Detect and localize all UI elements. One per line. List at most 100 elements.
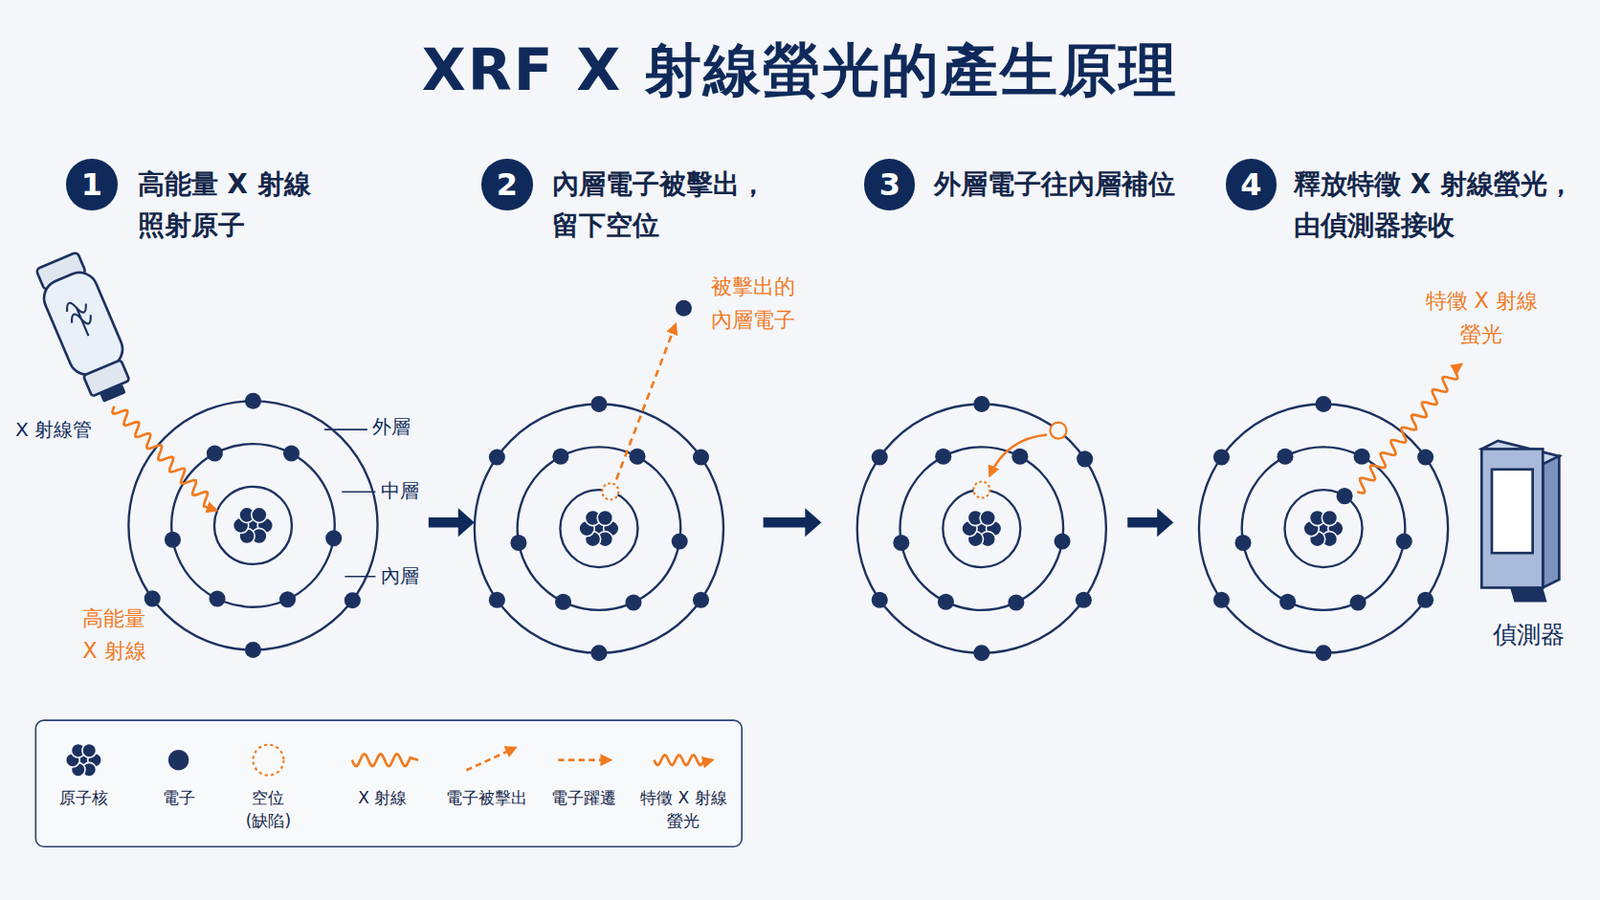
electron: [692, 592, 710, 609]
legend-eject: [466, 748, 515, 771]
electron: [1417, 592, 1434, 609]
electron: [552, 448, 569, 466]
step: 3外層電子往內層補位: [864, 158, 915, 210]
electron: [1075, 592, 1092, 609]
legend-wave: [352, 754, 419, 767]
electron: [590, 644, 607, 662]
fluorescence-label: 特徵 X 射線 螢光: [1419, 284, 1544, 351]
electron: [671, 533, 689, 550]
electron: [628, 448, 645, 466]
xray-wave: [111, 406, 217, 512]
shell-label: 中層: [380, 476, 443, 507]
transition-arrow: [989, 435, 1047, 477]
electron: [555, 594, 572, 611]
electron: [344, 592, 361, 609]
electron: [1314, 396, 1332, 413]
electron: [244, 393, 262, 410]
step: 1高能量 X 射線 照射原子: [66, 158, 117, 210]
step-heading: 外層電子往內層補位: [933, 164, 1230, 206]
electron: [206, 445, 223, 463]
flow-arrow: [1127, 508, 1174, 537]
electron: [209, 591, 226, 608]
leader-line: [344, 576, 376, 578]
moving-electron: [1049, 422, 1067, 440]
electron: [1007, 594, 1024, 611]
electron: [144, 590, 161, 607]
electron: [1396, 533, 1413, 550]
electron: [325, 530, 342, 547]
legend-frame: [35, 720, 742, 847]
electron: [164, 532, 181, 549]
nucleus: [961, 510, 1002, 547]
electron: [1354, 448, 1371, 466]
detector-label: 偵測器: [1477, 617, 1580, 654]
leader-line: [324, 428, 368, 431]
legend-fluorescence: [654, 755, 713, 766]
electron: [1213, 592, 1230, 609]
electron-shell: [900, 446, 1065, 611]
electron-shell: [1199, 404, 1448, 654]
electron: [973, 396, 990, 413]
nucleus: [233, 507, 274, 544]
nucleus: [1303, 510, 1344, 547]
ejection-arrow: [616, 324, 676, 480]
electron: [1234, 534, 1251, 552]
electron-shell: [128, 400, 378, 650]
electron: [871, 448, 889, 466]
ejected-label: 被擊出的 內層電子: [711, 269, 809, 336]
electron: [1336, 488, 1354, 505]
title: XRF X 射線螢光的產生原理: [0, 33, 1600, 111]
electron-shell: [214, 487, 292, 565]
electron-shell: [942, 489, 1021, 568]
legend-text: 空位 (缺陷): [242, 787, 295, 833]
shell-label: 內層: [380, 561, 443, 592]
nucleus: [66, 743, 103, 778]
xray-label: 高能量 X 射線: [75, 601, 154, 668]
legend-vacancy: [252, 745, 284, 777]
electron: [1011, 448, 1028, 466]
legend-text: X 射線: [333, 787, 432, 810]
step-heading: 內層電子被擊出， 留下空位: [552, 164, 794, 246]
nucleon: [979, 510, 996, 526]
legend-text: 電子被擊出: [437, 787, 535, 810]
legend-text: 特徵 X 射線螢光: [634, 787, 733, 833]
electron-shell: [559, 489, 638, 568]
step-heading: 高能量 X 射線 照射原子: [137, 164, 342, 246]
nucleon: [251, 507, 267, 523]
step-number: 4: [1225, 158, 1277, 210]
legend-text: 電子: [129, 787, 227, 810]
electron: [871, 592, 889, 609]
electron: [1213, 448, 1230, 466]
legend-text: 原子核: [34, 787, 133, 810]
xray-tube: [31, 249, 141, 409]
legend-text: 電子躍遷: [534, 787, 633, 810]
flow-arrow: [763, 508, 823, 537]
fluorescence-wave: [1356, 364, 1462, 494]
electron: [510, 534, 527, 552]
electron: [973, 644, 990, 662]
electron: [279, 591, 296, 608]
electron: [1350, 594, 1367, 611]
electron-shell: [474, 404, 724, 654]
step-heading: 釋放特徵 X 射線螢光， 由偵測器接收: [1293, 164, 1600, 246]
shell-label: 外層: [372, 412, 434, 443]
legend-transition: [557, 758, 610, 762]
electron: [590, 396, 607, 413]
leader-line: [341, 490, 376, 493]
step: 4釋放特徵 X 射線螢光， 由偵測器接收: [1225, 158, 1277, 210]
electron: [283, 445, 300, 463]
electron: [1276, 448, 1293, 466]
electron: [624, 594, 642, 611]
electron: [934, 448, 952, 466]
electron-shell: [171, 444, 335, 608]
electron: [892, 534, 910, 552]
detector: [1481, 441, 1559, 602]
electron: [692, 448, 710, 466]
nucleon: [597, 510, 613, 526]
tube-label: X 射線管: [15, 415, 128, 445]
step-number: 2: [481, 158, 533, 210]
step: 2內層電子被擊出， 留下空位: [481, 158, 533, 210]
electron: [1054, 533, 1071, 550]
electron: [937, 594, 955, 611]
